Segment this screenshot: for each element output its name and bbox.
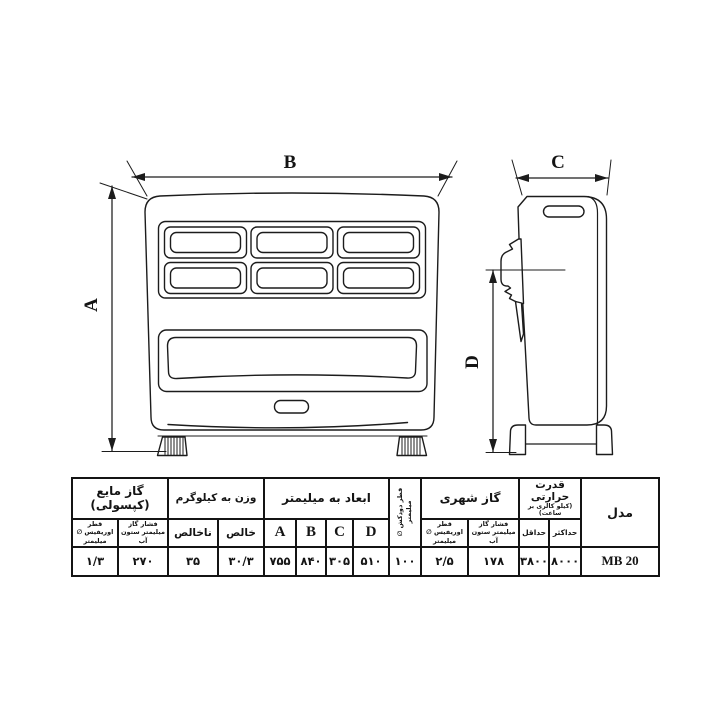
grille-window — [250, 226, 334, 259]
value-heat-max: ۸۰۰۰ — [548, 545, 583, 577]
dim-b-label: B — [284, 152, 297, 173]
grille-window-inner — [169, 231, 242, 254]
value-lpg-pressure: ۲۷۰ — [117, 545, 169, 577]
subheader-lpg-pressure: فشار گاز میلیمتر ستون آب — [117, 517, 169, 548]
arrowhead — [489, 439, 497, 452]
foot-left-hatch — [164, 437, 184, 456]
grille-frame — [157, 220, 427, 299]
arrowhead — [439, 173, 452, 181]
dim-b-ext-right — [437, 160, 458, 197]
value-heat-min: ۳۸۰۰ — [518, 545, 551, 577]
grille-window-inner — [256, 231, 328, 254]
value-dim-c: ۳۰۵ — [325, 545, 355, 577]
value-model: MB 20 — [580, 545, 661, 577]
grille-window — [250, 261, 334, 295]
arrowhead — [108, 438, 116, 451]
handle — [273, 399, 310, 414]
value-dim-d: ۵۱۰ — [352, 545, 391, 577]
subheader-citygas-pressure: فشار گاز میلیمتر ستون آب — [467, 517, 521, 548]
arrowhead — [516, 174, 529, 182]
dim-c-ext-left — [511, 159, 523, 196]
value-flue-diameter: ۱۰۰ — [388, 545, 423, 577]
col-header-lpg: گاز مایع (کپسولی) — [71, 477, 169, 520]
subheader-weight-net: خالص — [217, 517, 265, 548]
dim-a-ext-top — [99, 182, 148, 200]
arrowhead — [595, 174, 608, 182]
arrowhead — [489, 270, 497, 283]
glass-panel-frame — [157, 329, 428, 393]
side-foot-left — [508, 424, 527, 456]
spec-table: مدل قدرت حرارتی (کیلو کالری بر ساعت) گاز… — [71, 477, 661, 577]
knob-lower-wedge — [514, 300, 525, 343]
side-view — [485, 195, 614, 456]
glass-panel — [166, 336, 418, 380]
value-weight-net: ۳۰/۳ — [217, 545, 265, 577]
subheader-dim-d: D — [352, 517, 391, 548]
flue-diameter-rotated-label: قطر دودکش ∅ میلیمتر — [395, 488, 414, 537]
subheader-dim-c: C — [325, 517, 355, 548]
subheader-citygas-orifice: قطر اوریفیس ∅ میلیمتر — [420, 517, 470, 548]
subheader-weight-gross: ناخالص — [167, 517, 219, 548]
grille-window — [336, 261, 421, 295]
heater-body — [144, 192, 440, 431]
grille-window — [336, 226, 421, 259]
subheader-dim-a: A — [262, 517, 298, 548]
grille-window-inner — [256, 267, 328, 289]
side-back-edge — [587, 195, 599, 426]
value-weight-gross: ۳۵ — [167, 545, 219, 577]
grille-window-inner — [342, 231, 415, 254]
col-header-flue-diameter: قطر دودکش ∅ میلیمتر — [388, 477, 423, 548]
arrowhead — [108, 186, 116, 199]
control-knob — [500, 238, 525, 305]
heat-power-unit: (کیلو کالری بر ساعت) — [527, 503, 573, 518]
dim-a-label: A — [81, 298, 102, 312]
grille-window — [163, 261, 248, 295]
grille-window-inner — [169, 267, 242, 289]
side-body — [517, 195, 608, 426]
value-dim-b: ۸۴۰ — [295, 545, 328, 577]
side-vent-slot — [542, 205, 585, 218]
side-foot-right — [595, 424, 614, 456]
col-header-dimensions: ابعاد به میلیمتر — [262, 477, 391, 520]
subheader-heat-min: حداقل — [518, 517, 551, 548]
foot-right — [396, 436, 428, 457]
value-dim-a: ۷۵۵ — [262, 545, 298, 577]
value-citygas-orifice: ۲/۵ — [420, 545, 470, 577]
col-header-model: مدل — [580, 477, 661, 548]
dimension-lines — [99, 159, 612, 453]
base-shadow-line — [167, 421, 409, 429]
dim-c-label: C — [551, 152, 565, 173]
value-citygas-pressure: ۱۷۸ — [467, 545, 521, 577]
grille-window-inner — [342, 267, 415, 289]
subheader-heat-max: حداکثر — [548, 517, 583, 548]
heat-power-title: قدرت حرارتی — [530, 479, 570, 504]
front-view — [144, 192, 440, 457]
foot-right-hatch — [401, 437, 421, 456]
heater-technical-drawing: B A C D — [81, 152, 614, 457]
subheader-lpg-orifice: قطر اوریفیس ∅ میلیمتر — [71, 517, 119, 548]
col-header-weight: وزن به کیلوگرم — [167, 477, 265, 520]
col-header-city-gas: گاز شهری — [420, 477, 521, 520]
grille-window — [163, 226, 248, 259]
foot-left — [156, 436, 188, 457]
arrowhead — [132, 173, 145, 181]
subheader-dim-b: B — [295, 517, 328, 548]
value-lpg-orifice: ۱/۳ — [71, 545, 119, 577]
dim-d-label: D — [462, 355, 483, 369]
dim-c-ext-right — [606, 159, 612, 196]
col-header-heat-power: قدرت حرارتی (کیلو کالری بر ساعت) — [518, 477, 583, 520]
